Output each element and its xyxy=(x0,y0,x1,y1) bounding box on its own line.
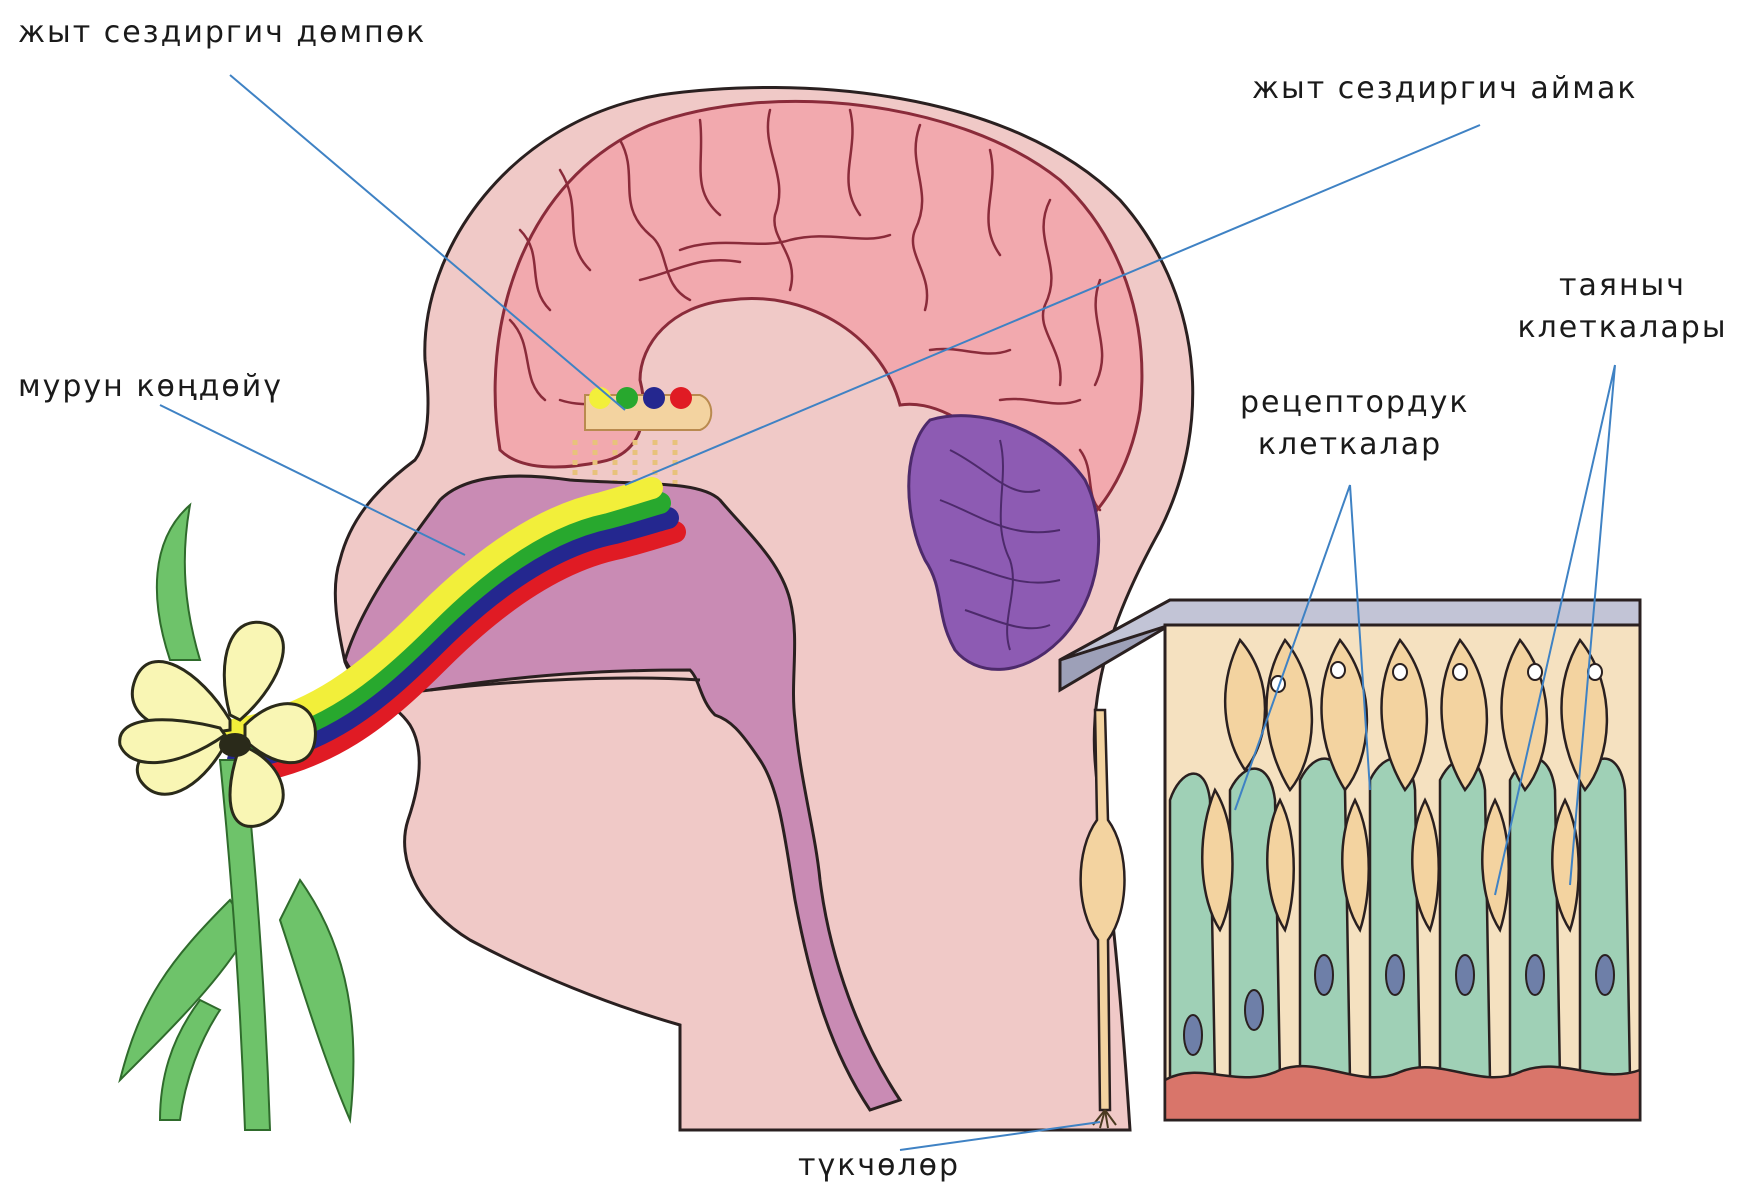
label-cilia: түкчөлөр xyxy=(798,1145,960,1187)
head xyxy=(234,87,1193,1130)
label-support-cells: таяныч клеткалары xyxy=(1510,265,1735,349)
label-nasal-cavity: мурун көңдөйү xyxy=(18,366,283,408)
flower xyxy=(120,505,354,1130)
signal-dot-yellow xyxy=(589,387,611,409)
label-olfactory-area: жыт сездиргич аймак xyxy=(1252,68,1637,110)
flower-petals xyxy=(120,622,316,826)
signal-dot-blue xyxy=(643,387,665,409)
label-olfactory-bulb: жыт сездиргич дөмпөк xyxy=(18,12,426,54)
olfactory-epithelium xyxy=(1060,600,1640,1128)
signal-dot-red xyxy=(670,387,692,409)
flower-center xyxy=(219,733,251,757)
label-receptor-cells: рецептордук клеткалар xyxy=(1240,382,1460,466)
